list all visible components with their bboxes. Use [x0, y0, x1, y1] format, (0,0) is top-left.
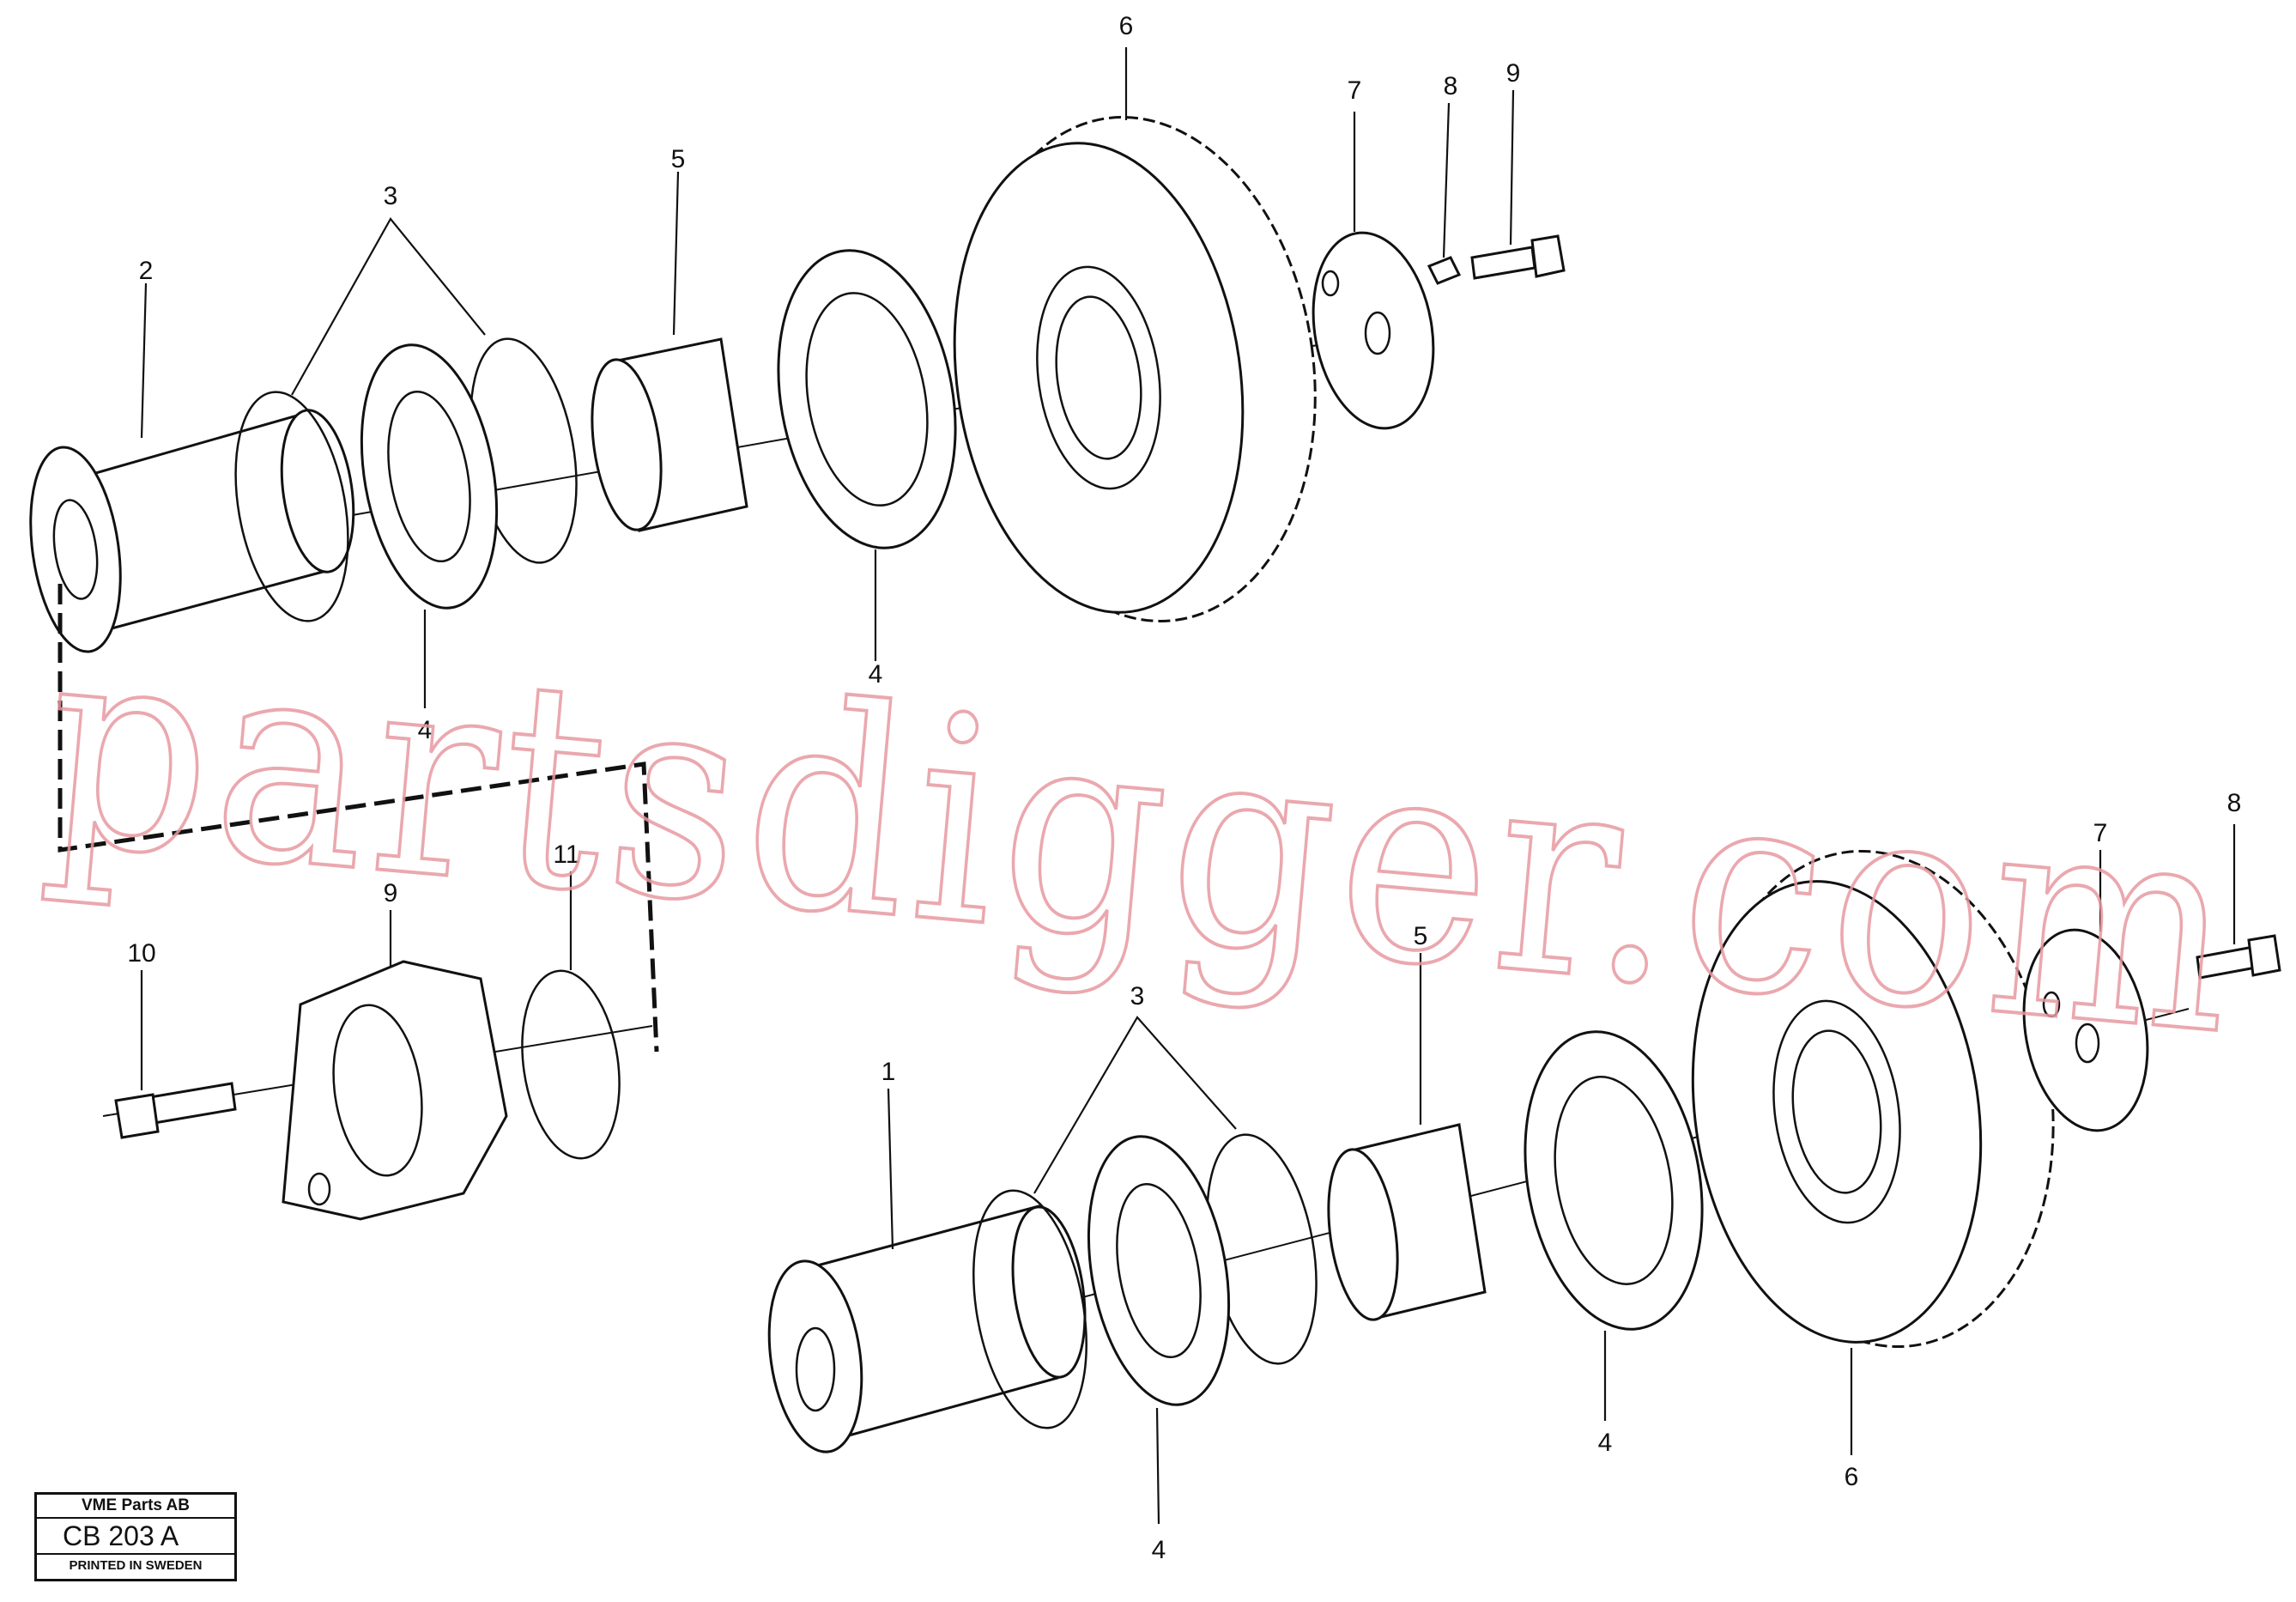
middle-hex-nut [282, 960, 508, 1221]
callout-upper-5: 5 [671, 145, 686, 173]
lower-circlip-a [972, 1189, 1087, 1429]
middle-assembly [58, 584, 659, 1221]
callout-labels: 2 3 4 4 5 6 7 8 9 10 9 11 1 3 4 4 5 6 7 … [127, 12, 2241, 1564]
lower-washer [2022, 928, 2149, 1132]
lower-bolt [2196, 934, 2281, 980]
callout-upper-9: 9 [1506, 59, 1521, 88]
upper-bearing-right [777, 249, 957, 549]
upper-bolt [1470, 234, 1566, 280]
callout-upper-8: 8 [1444, 72, 1458, 100]
callout-lower-7: 7 [2093, 819, 2108, 847]
callout-lower-4-left: 4 [1152, 1536, 1166, 1564]
upper-assembly [29, 116, 1566, 653]
callout-lower-8: 8 [2227, 789, 2242, 817]
callout-lower-3: 3 [1130, 982, 1145, 1010]
lower-hub [767, 1205, 1087, 1453]
callout-upper-7: 7 [1348, 76, 1362, 105]
company-name: VME Parts AB [37, 1495, 234, 1519]
upper-circlip-a [234, 391, 349, 622]
drawing-code: CB 203 A [37, 1519, 234, 1555]
middle-socket-screw [114, 1082, 237, 1139]
callout-lower-5: 5 [1414, 922, 1428, 950]
lower-bearing-left [1087, 1135, 1231, 1406]
callout-lower-1: 1 [881, 1058, 896, 1086]
upper-bearing-left [360, 343, 499, 610]
middle-o-ring [521, 969, 621, 1160]
callout-upper-6: 6 [1119, 12, 1134, 40]
callout-upper-3: 3 [384, 182, 398, 210]
title-block: VME Parts AB CB 203 A PRINTED IN SWEDEN [34, 1492, 237, 1581]
callout-lower-4-right: 4 [1598, 1429, 1613, 1457]
callout-middle-9: 9 [384, 879, 398, 907]
callout-upper-2: 2 [139, 257, 154, 285]
upper-gear [953, 116, 1317, 622]
callout-upper-4-right: 4 [869, 660, 883, 689]
lower-sleeve [1327, 1123, 1487, 1321]
callout-lower-6: 6 [1845, 1463, 1859, 1491]
lower-bearing-right [1524, 1030, 1704, 1331]
upper-sleeve [591, 337, 748, 532]
leader-lines [140, 47, 2236, 1525]
connection-dashline [58, 584, 659, 1053]
callout-upper-4-left: 4 [418, 716, 433, 744]
upper-lock-tab [1427, 256, 1462, 285]
printed-note: PRINTED IN SWEDEN [69, 1558, 203, 1573]
upper-washer [1312, 231, 1435, 430]
lower-assembly [767, 849, 2281, 1453]
upper-hub [29, 409, 355, 653]
callout-middle-10: 10 [127, 939, 155, 968]
lower-gear [1691, 849, 2055, 1349]
callout-middle-11: 11 [553, 840, 579, 869]
